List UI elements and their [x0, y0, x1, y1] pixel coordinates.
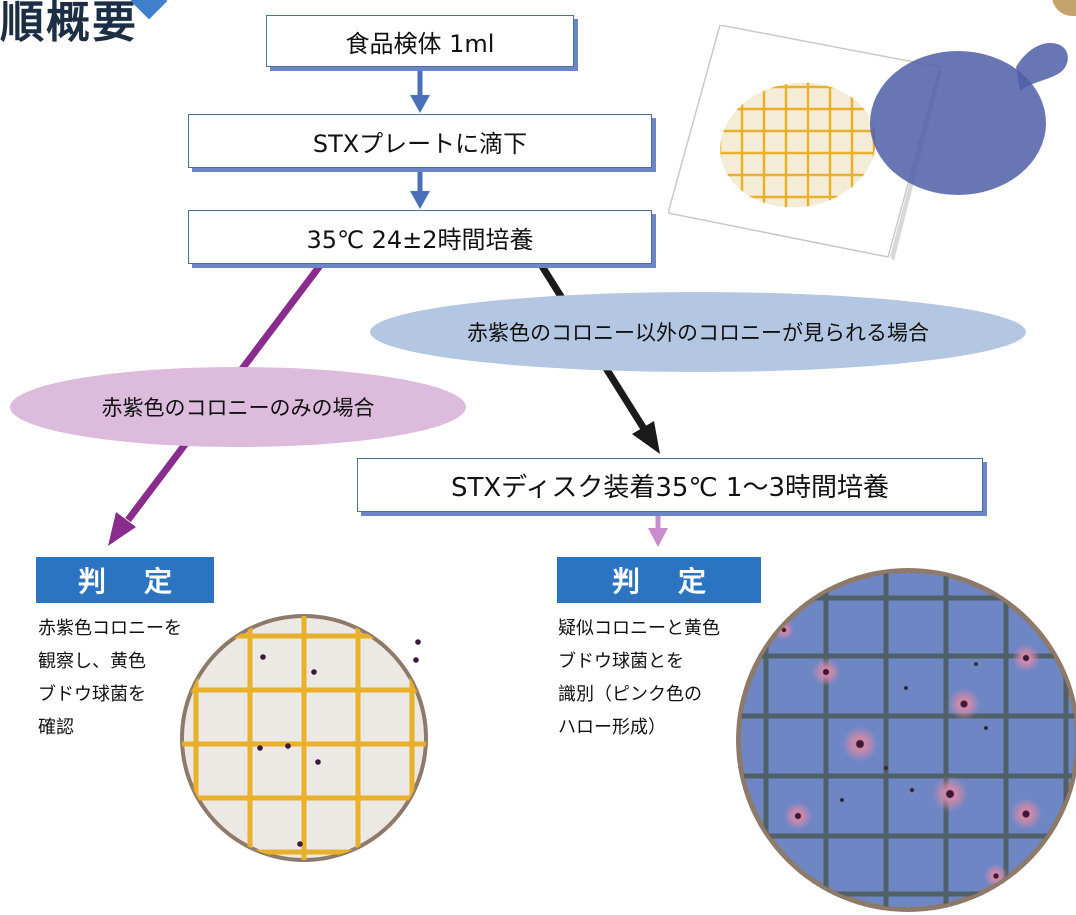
verdict-line: 疑似コロニーと黄色	[558, 618, 720, 639]
verdict-line: 確認	[38, 717, 74, 738]
step-drip-on-plate: STXプレートに滴下	[188, 114, 652, 168]
verdict-line: 観察し、黄色	[38, 651, 146, 672]
verdict-line: ハロー形成）	[558, 717, 666, 738]
page-title: 順概要	[0, 0, 138, 48]
plate-photo-red-purple-colonies	[180, 614, 428, 862]
condition-other-colonies: 赤紫色のコロニー以外のコロニーが見られる場合	[370, 292, 1026, 372]
arrow-step2-to-step3	[410, 167, 430, 209]
step-incubate-24h: 35℃ 24±2時間培養	[188, 210, 652, 264]
verdict-description-left: 赤紫色コロニーを 観察し、黄色 ブドウ球菌を 確認	[38, 612, 182, 744]
condition-only-red-purple: 赤紫色のコロニーのみの場合	[10, 367, 466, 447]
verdict-description-right: 疑似コロニーと黄色 ブドウ球菌とを 識別（ピンク色の ハロー形成）	[558, 612, 720, 744]
arrow-step4-to-verdict-right	[648, 512, 668, 547]
verdict-line: 識別（ピンク色の	[558, 684, 702, 705]
step-food-sample: 食品検体 1ml	[266, 15, 574, 67]
plate-photo-pink-halo-colonies	[736, 568, 1076, 912]
stx-plate-illustration	[668, 25, 1068, 261]
verdict-line: 赤紫色コロニーを	[38, 618, 182, 639]
step-disc-incubate: STXディスク装着35℃ 1〜3時間培養	[357, 458, 983, 512]
verdict-line: ブドウ球菌を	[38, 684, 146, 705]
verdict-line: ブドウ球菌とを	[558, 651, 684, 672]
arrow-step1-to-step2	[410, 66, 430, 113]
verdict-heading-left: 判定	[36, 557, 214, 603]
verdict-heading-right: 判定	[557, 557, 761, 603]
